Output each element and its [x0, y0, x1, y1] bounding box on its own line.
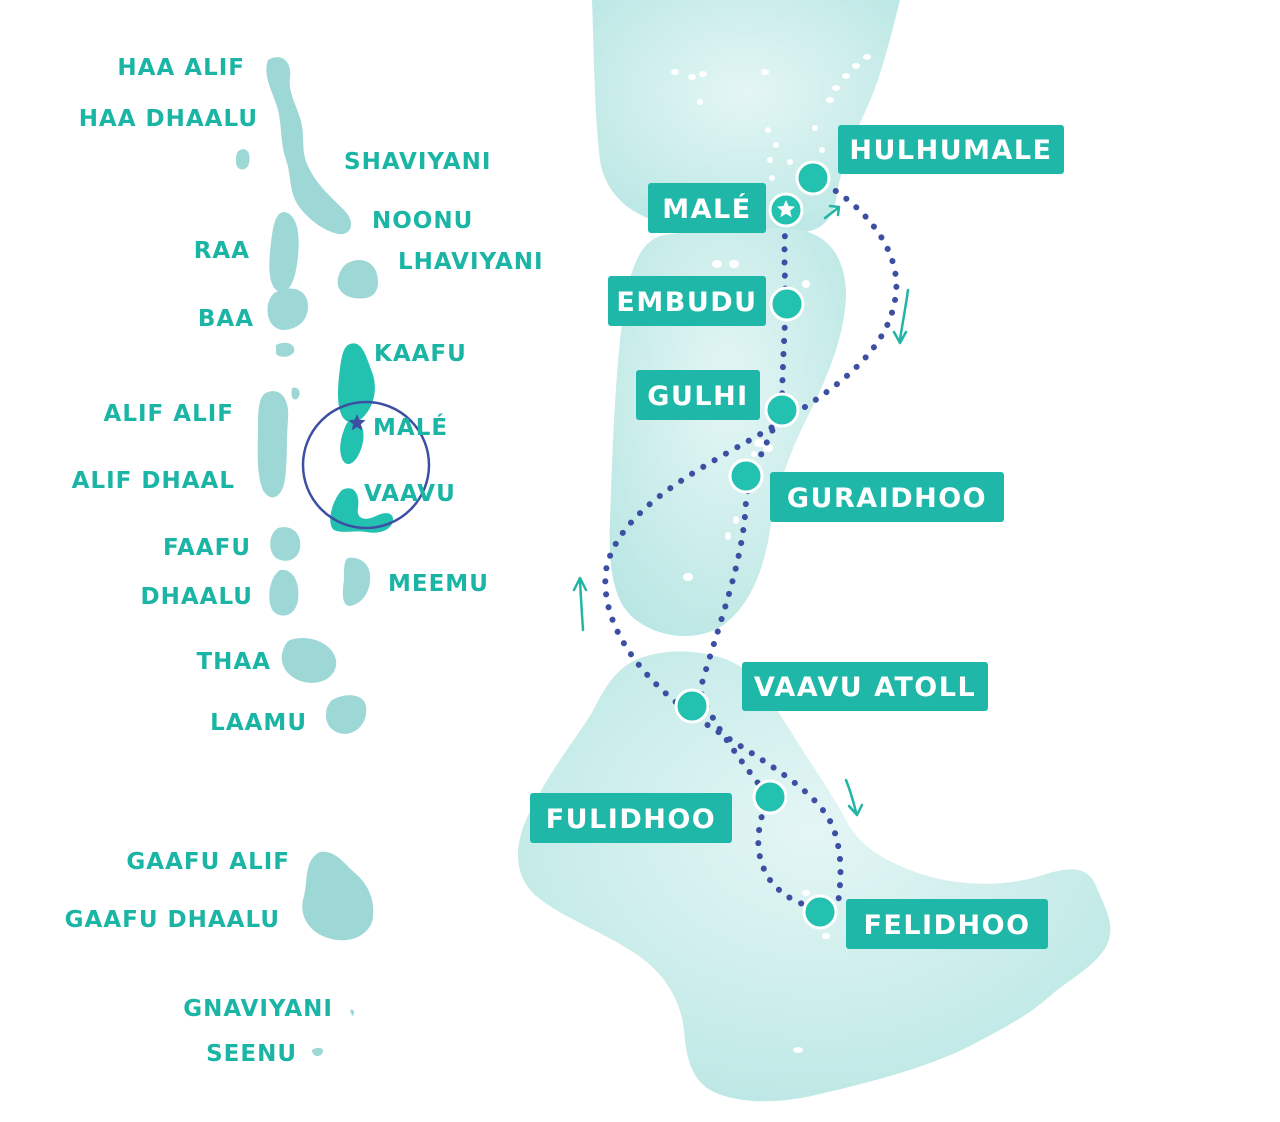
atoll-shape-alif-alif — [257, 391, 289, 498]
stop-marker-guraidhoo[interactable] — [728, 458, 764, 494]
capital-star-icon — [348, 414, 366, 431]
atoll-shape-laamu — [326, 695, 367, 734]
route-east-loop — [602, 175, 900, 908]
atoll-label: HAA DHAALU — [79, 106, 258, 132]
atoll-shape-small-north — [276, 342, 295, 357]
atoll-label: GNAVIYANI — [183, 996, 333, 1022]
route-west-line — [696, 207, 823, 913]
stop-marker-felidhoo[interactable] — [802, 894, 838, 930]
atoll-label: SHAVIYANI — [344, 149, 491, 175]
atoll-label: HAA ALIF — [117, 55, 245, 81]
stop-marker-gulhi[interactable] — [764, 392, 800, 428]
atoll-label: THAA — [196, 649, 271, 675]
atoll-label: VAAVU — [364, 481, 456, 507]
stop-marker-fulidhoo[interactable] — [752, 779, 788, 815]
stop-label-hulhumale[interactable]: HULHUMALE — [838, 125, 1064, 174]
arrow-up-icon — [572, 576, 588, 632]
atoll-shape-kaafu — [338, 343, 375, 423]
atoll-label: KAAFU — [374, 341, 467, 367]
stop-marker-hulhumale[interactable] — [795, 160, 831, 196]
atoll-shape-gnaviyani — [350, 1009, 355, 1016]
svg-text:FULIDHOO: FULIDHOO — [546, 804, 717, 835]
atoll-shape-lhaviyani — [337, 260, 378, 299]
stop-marker-embudu[interactable] — [769, 286, 805, 322]
stop-label-male[interactable]: MALÉ — [648, 183, 766, 233]
svg-text:GURAIDHOO: GURAIDHOO — [787, 483, 987, 514]
atoll-label: LAAMU — [210, 710, 307, 736]
atoll-shape-small-mid — [291, 387, 300, 400]
svg-text:FELIDHOO: FELIDHOO — [863, 910, 1030, 941]
atoll-shape-haa — [266, 57, 352, 235]
focus-ring — [301, 400, 431, 530]
atoll-label: MEEMU — [388, 571, 489, 597]
south-male-atoll-lagoon — [609, 228, 846, 637]
stop-label-embudu[interactable]: EMBUDU — [608, 276, 766, 326]
atoll-shape-male — [340, 420, 364, 465]
svg-text:MALÉ: MALÉ — [662, 193, 751, 225]
star-icon — [776, 200, 796, 218]
atoll-shape-seenu — [312, 1047, 324, 1057]
svg-text:HULHUMALE: HULHUMALE — [849, 135, 1052, 166]
atoll-label: BAA — [198, 306, 254, 332]
stop-marker-vaavu-atoll[interactable] — [674, 688, 710, 724]
vaavu-atoll-lagoon — [517, 651, 1111, 1102]
atoll-shape-baa — [267, 288, 308, 330]
atoll-shape-shaviyani-small — [236, 149, 250, 170]
atoll-label: GAAFU DHAALU — [65, 907, 280, 933]
arrow-down-icon — [844, 778, 864, 817]
atoll-shape-thaa — [281, 638, 337, 683]
atoll-label: ALIF ALIF — [104, 401, 234, 427]
svg-text:EMBUDU: EMBUDU — [616, 287, 757, 318]
overview-map: HAA ALIF HAA DHAALU SHAVIYANI NOONU RAA … — [65, 55, 544, 1067]
atoll-label: MALÉ — [373, 413, 448, 441]
atoll-label: FAAFU — [163, 535, 251, 561]
islets — [671, 54, 871, 1053]
atoll-shape-gaafu — [302, 851, 374, 941]
stop-label-felidhoo[interactable]: FELIDHOO — [846, 899, 1048, 949]
atoll-label: LHAVIYANI — [398, 249, 544, 275]
atoll-label: DHAALU — [141, 584, 253, 610]
atoll-label: ALIF DHAAL — [72, 468, 235, 494]
atoll-shape-faafu — [270, 527, 301, 561]
svg-text:GULHI: GULHI — [647, 381, 748, 412]
atoll-label: GAAFU ALIF — [126, 849, 290, 875]
atoll-label: NOONU — [372, 208, 473, 234]
atoll-label: RAA — [194, 238, 250, 264]
stop-label-gulhi[interactable]: GULHI — [636, 370, 760, 420]
atoll-shape-dhaalu — [269, 569, 299, 616]
atoll-label: SEENU — [206, 1041, 297, 1067]
atoll-shape-vaavu — [330, 488, 394, 533]
stop-label-vaavu-atoll[interactable]: VAAVU ATOLL — [742, 662, 988, 711]
stop-label-fulidhoo[interactable]: FULIDHOO — [530, 793, 732, 843]
svg-text:VAAVU ATOLL: VAAVU ATOLL — [754, 672, 976, 703]
atoll-shape-raa — [269, 212, 299, 292]
stop-label-guraidhoo[interactable]: GURAIDHOO — [770, 472, 1004, 522]
route-map: HULHUMALE MALÉ EMBUDU GULHI GURAIDHOO VA… — [517, 0, 1111, 1102]
arrow-up-icon — [823, 204, 841, 220]
arrow-down-icon — [892, 288, 910, 345]
atoll-shape-meemu — [342, 557, 371, 606]
